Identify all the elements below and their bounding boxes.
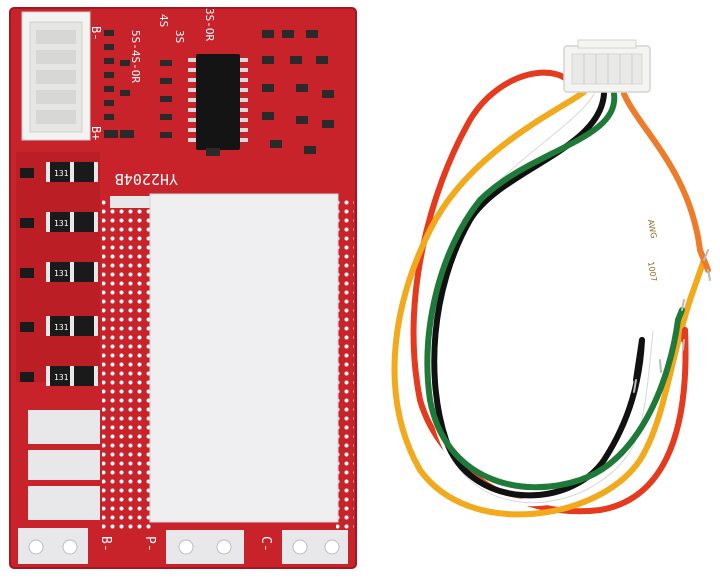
silk-pad-c-minus: C- — [258, 536, 273, 552]
silk-b-minus-top: B- — [89, 26, 103, 40]
wire-print-1007: 1007 — [646, 261, 658, 283]
wire-print-awg: AWG — [646, 219, 658, 239]
smd-components — [104, 30, 334, 156]
via-hole-arrays — [102, 200, 354, 530]
tinned-power-traces — [28, 196, 152, 520]
silk-model: YH2204B — [115, 170, 178, 188]
silk-resistor-code-2: 131 — [54, 219, 69, 228]
wire-harness — [391, 69, 711, 518]
wire-yellow — [391, 89, 693, 518]
bottom-solder-pads — [18, 528, 348, 564]
wire-black — [431, 91, 645, 499]
silk-resistor-code-5: 131 — [54, 373, 69, 382]
silk-series-4s: 4S — [157, 14, 170, 27]
wire-green — [424, 91, 681, 491]
silk-config-label: 5S-4S-OR — [129, 30, 142, 83]
balance-resistor-rows: 131 131 131 131 131 — [16, 152, 100, 386]
stripped-wire-ends — [633, 249, 711, 393]
silk-resistor-code-4: 131 — [54, 323, 69, 332]
wire-orange-red — [410, 69, 689, 515]
mosfet-pad — [149, 193, 339, 523]
silk-resistor-code-1: 131 — [54, 169, 69, 178]
silk-resistor-code-3: 131 — [54, 269, 69, 278]
silk-series-3s: 3S — [173, 30, 186, 43]
jst-connector — [563, 39, 651, 93]
bms-pcb-board: B- B+ 5S-4S-OR 4S 3S 3S-OR YH2204B — [9, 7, 357, 569]
bms-controller-chip — [188, 54, 248, 150]
silk-config-label-2: 3S-OR — [203, 8, 216, 41]
balance-connector — [21, 11, 91, 141]
wire-orange — [621, 91, 703, 253]
silk-b-plus: B+ — [89, 126, 103, 140]
silk-pad-b-minus: B- — [98, 536, 113, 552]
silk-pad-p-minus: P- — [142, 536, 157, 552]
